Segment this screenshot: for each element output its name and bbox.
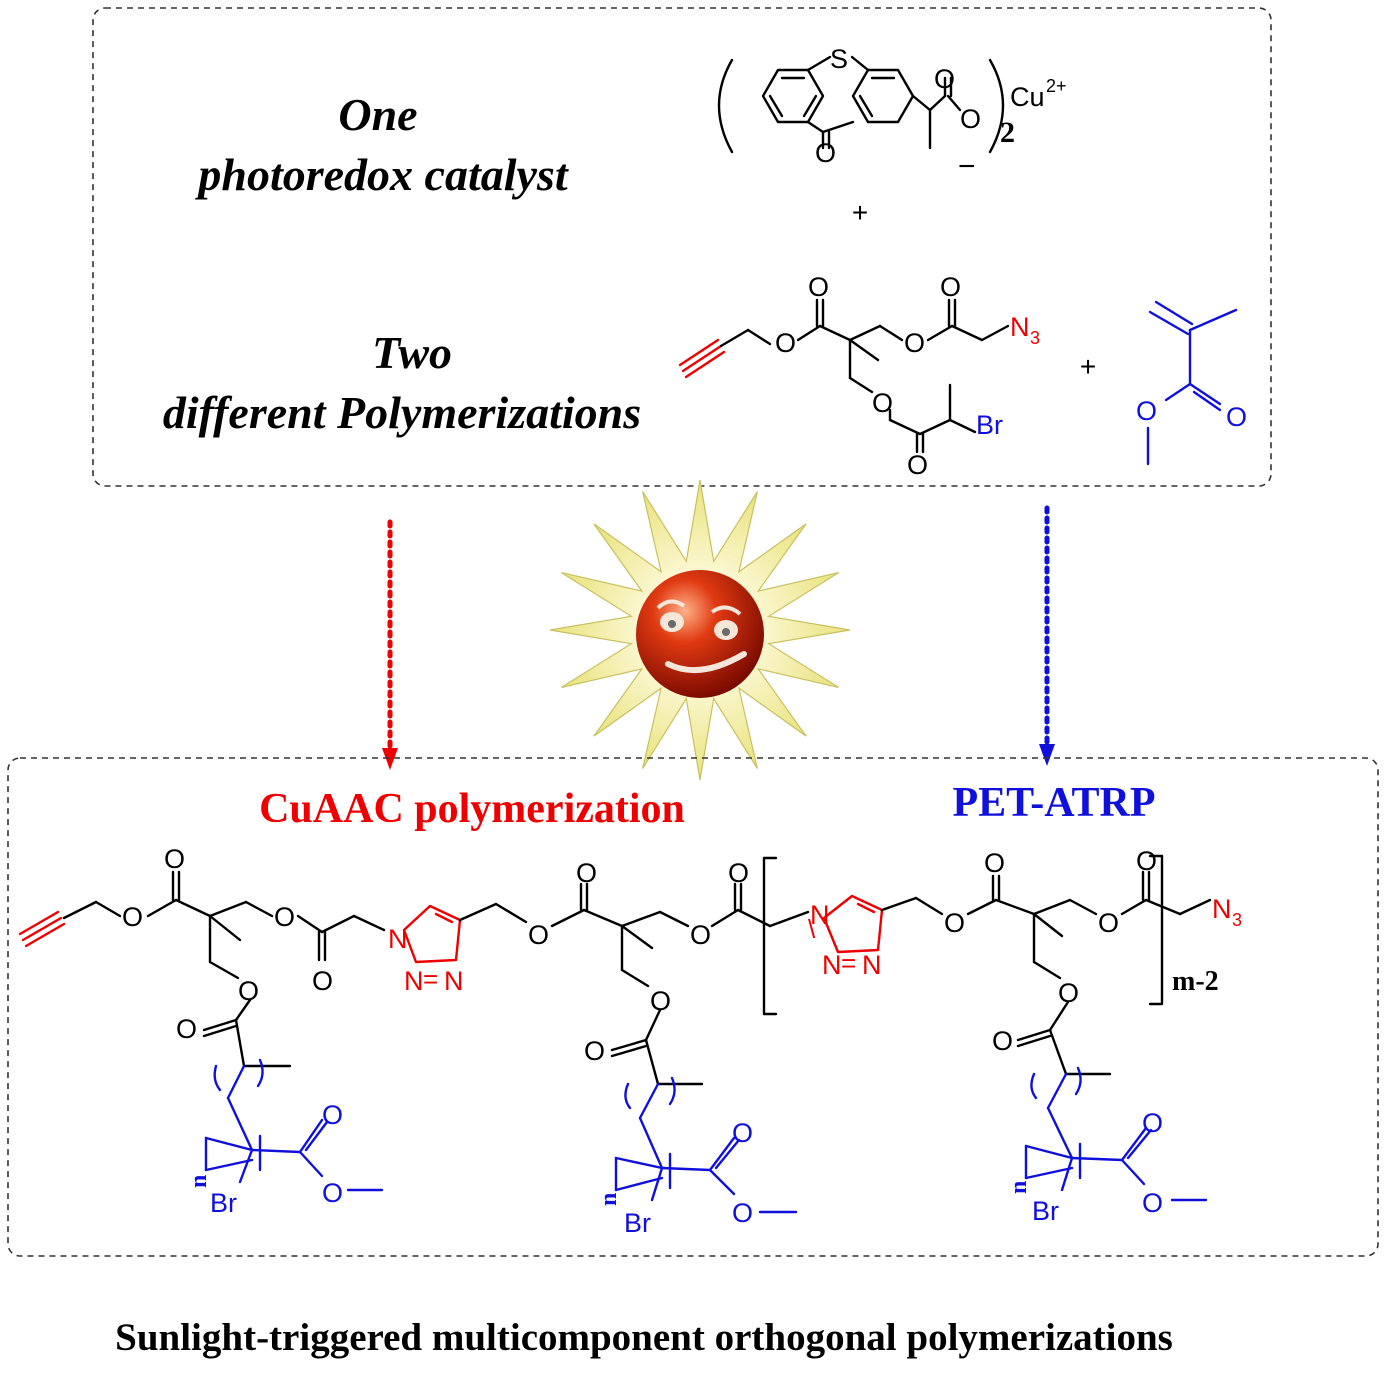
heading-different-polymerizations: different Polymerizations	[163, 387, 641, 438]
svg-text:O: O	[1142, 1108, 1163, 1138]
svg-text:3: 3	[1030, 328, 1040, 348]
svg-text:O: O	[690, 920, 711, 950]
svg-text:O: O	[584, 1036, 605, 1066]
svg-text:=: =	[423, 964, 438, 994]
svg-text:O: O	[732, 1198, 753, 1228]
svg-text:2: 2	[1000, 116, 1015, 149]
svg-text:Br: Br	[1032, 1196, 1059, 1226]
svg-text:O: O	[322, 1178, 343, 1208]
repeat-subscript: m-2	[1172, 966, 1219, 997]
svg-text:O: O	[1142, 1188, 1163, 1218]
svg-text:\: \	[808, 914, 816, 944]
svg-text:S: S	[830, 44, 848, 74]
svg-text:Br: Br	[210, 1188, 237, 1218]
heading-one: One	[338, 89, 417, 140]
plus-sign-mid: +	[1080, 351, 1096, 382]
svg-text:O: O	[934, 64, 955, 94]
svg-text:Cu: Cu	[1010, 82, 1045, 112]
polymer-structure: O O O O O O O O O O O O O O O O O O N N …	[18, 844, 1242, 1238]
svg-text:O: O	[940, 272, 961, 302]
svg-text:O: O	[176, 1014, 197, 1044]
svg-text:O: O	[944, 908, 965, 938]
svg-text:O: O	[872, 388, 893, 418]
svg-text:n: n	[1006, 1181, 1032, 1194]
svg-text:N: N	[810, 900, 830, 930]
svg-text:O: O	[1136, 396, 1157, 426]
svg-text:O: O	[960, 104, 981, 134]
svg-text:N: N	[444, 966, 464, 996]
smiley-face-icon	[636, 570, 764, 698]
svg-text:O: O	[122, 902, 143, 932]
svg-text:O: O	[322, 1100, 343, 1130]
cuaac-arrow	[382, 519, 398, 770]
pmma-block-2	[614, 1076, 798, 1214]
pmma-block-3	[1024, 1066, 1208, 1202]
products-box	[7, 757, 1379, 1257]
svg-text:N: N	[404, 966, 424, 996]
svg-text:Br: Br	[624, 1208, 651, 1238]
svg-text:n: n	[186, 1175, 212, 1188]
svg-text:O: O	[992, 1026, 1013, 1056]
svg-text:3: 3	[1232, 910, 1242, 930]
svg-text:O: O	[274, 902, 295, 932]
svg-text:O: O	[1136, 846, 1157, 876]
svg-text:N: N	[388, 924, 408, 954]
reactants-box	[92, 7, 1272, 487]
svg-text:O: O	[1226, 402, 1247, 432]
heading-two: Two	[372, 327, 452, 378]
svg-text:N: N	[822, 950, 842, 980]
heading-photoredox-catalyst: photoredox catalyst	[194, 149, 568, 200]
svg-text:O: O	[904, 328, 925, 358]
svg-text:=: =	[841, 948, 856, 978]
scheme-caption: Sunlight-triggered multicomponent orthog…	[115, 1316, 1173, 1359]
svg-text:2+: 2+	[1046, 76, 1067, 96]
svg-text:N: N	[1010, 312, 1030, 342]
svg-text:−: −	[958, 150, 976, 183]
svg-text:N: N	[1212, 894, 1232, 924]
svg-text:O: O	[312, 966, 333, 996]
svg-text:Br: Br	[976, 410, 1003, 440]
sun-icon	[549, 479, 851, 781]
svg-text:O: O	[650, 986, 671, 1016]
svg-text:O: O	[815, 138, 836, 168]
svg-text:O: O	[732, 1118, 753, 1148]
petatrp-label: PET-ATRP	[952, 780, 1155, 826]
svg-text:n: n	[596, 1193, 622, 1206]
svg-text:O: O	[238, 976, 259, 1006]
svg-text:O: O	[528, 920, 549, 950]
mma-structure: O O	[1136, 300, 1247, 466]
catalyst-structure: S O O O − 2 Cu 2+	[717, 44, 1067, 183]
monomer-structure: O O O O O O N 3 Br	[678, 272, 1040, 480]
plus-sign-top: +	[852, 197, 868, 228]
svg-text:O: O	[576, 858, 597, 888]
svg-text:O: O	[907, 450, 928, 480]
svg-text:O: O	[775, 328, 796, 358]
svg-text:O: O	[1098, 908, 1119, 938]
svg-text:O: O	[1058, 978, 1079, 1008]
svg-text:O: O	[984, 848, 1005, 878]
svg-text:O: O	[808, 272, 829, 302]
svg-text:O: O	[164, 844, 185, 874]
svg-text:N: N	[862, 950, 882, 980]
petatrp-arrow	[1039, 505, 1055, 766]
cuaac-label: CuAAC polymerization	[259, 786, 685, 832]
pmma-block-1	[204, 1058, 384, 1192]
svg-text:O: O	[728, 858, 749, 888]
